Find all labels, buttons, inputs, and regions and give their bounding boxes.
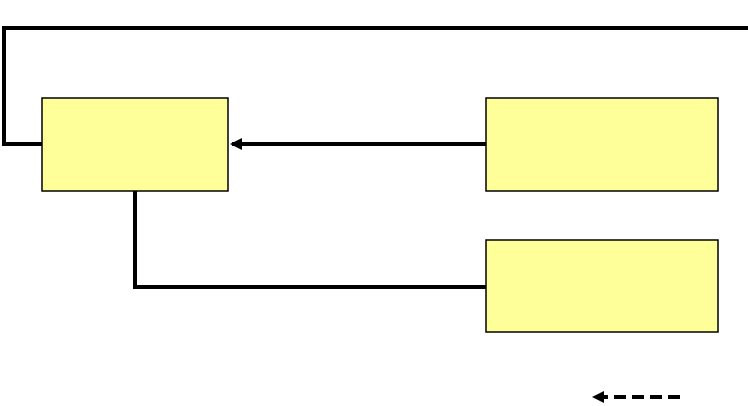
connector-left-to-right-bottom: [133, 191, 486, 289]
feedback-loop-connector: [2, 26, 748, 146]
box-right-top: [485, 97, 719, 192]
box-left: [41, 97, 229, 192]
box-right-bottom: [485, 239, 719, 333]
